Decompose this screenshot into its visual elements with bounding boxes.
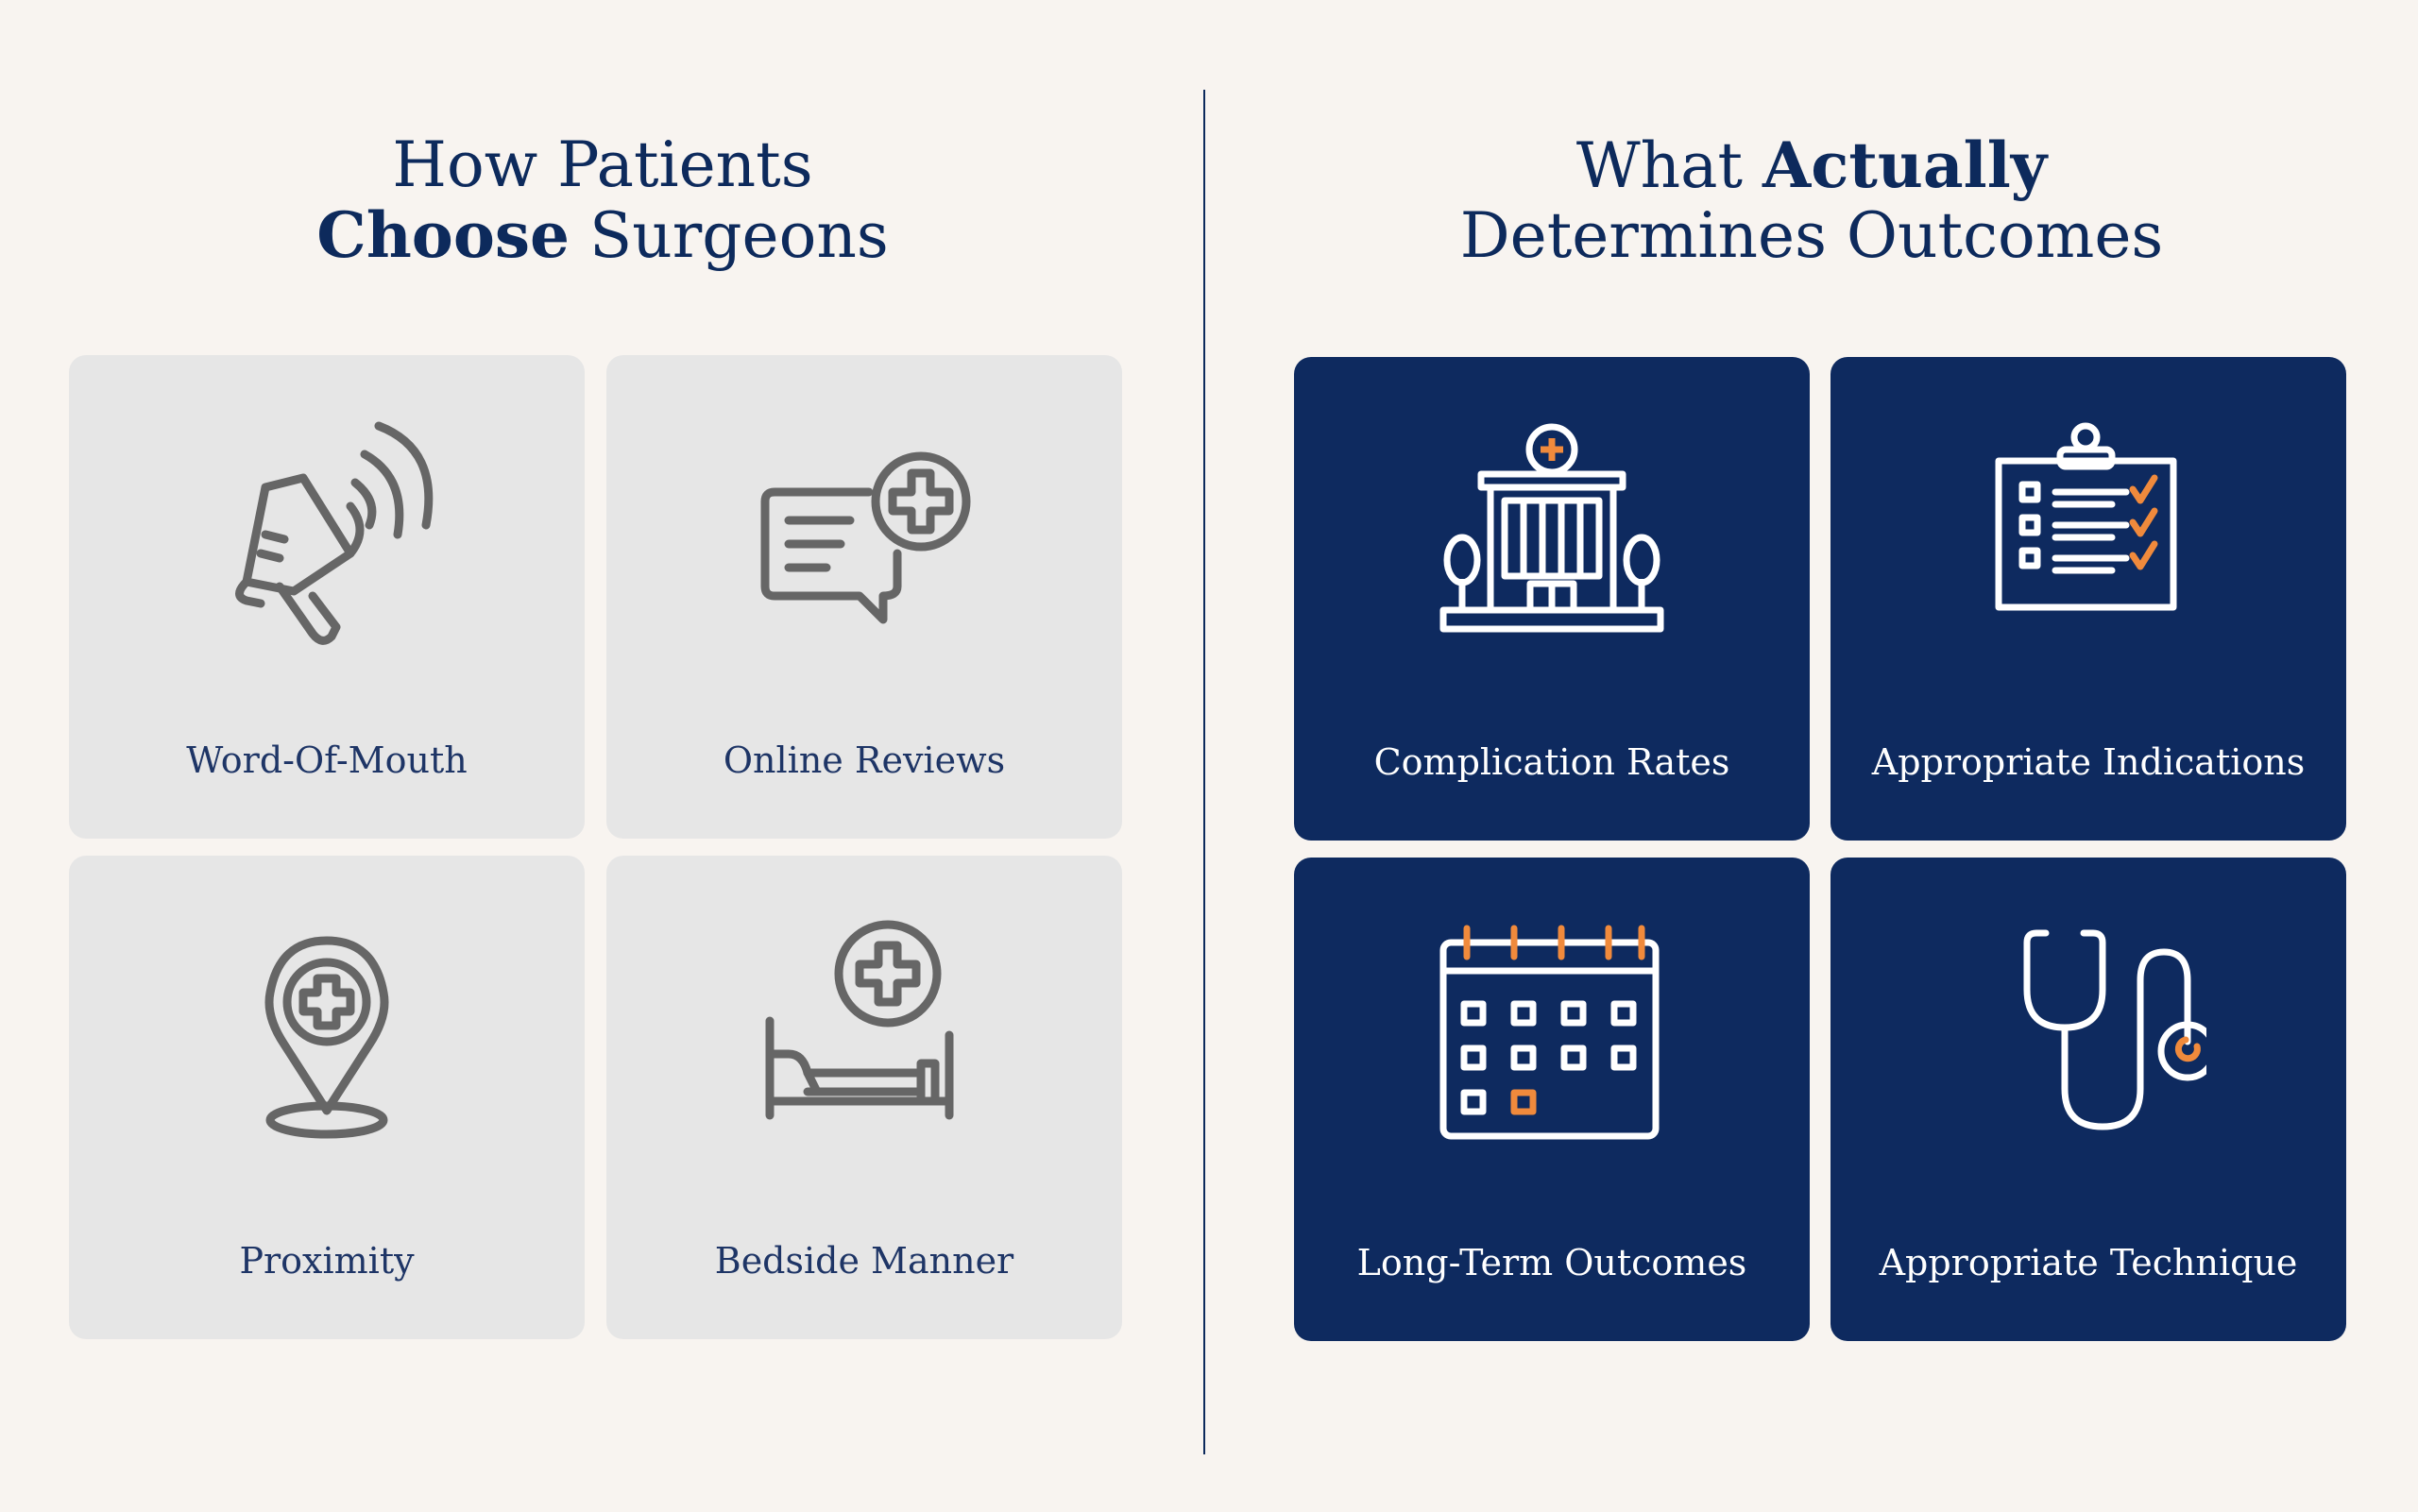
left-heading-line2: Surgeons	[589, 199, 889, 272]
tile-appropriate-indications: Appropriate Indications	[1831, 357, 2346, 841]
tile-proximity: Proximity	[69, 856, 585, 1339]
tile-appropriate-technique: Appropriate Technique	[1831, 858, 2346, 1341]
right-heading: What Actually Determines Outcomes	[1205, 130, 2418, 271]
center-divider	[1203, 90, 1205, 1454]
hospital-building-icon	[1439, 423, 1664, 633]
clipboard-checklist-icon	[1995, 422, 2177, 611]
stethoscope-icon	[2023, 929, 2206, 1130]
right-heading-bold: Actually	[1762, 128, 2048, 202]
hospital-bed-icon	[765, 920, 954, 1120]
calendar-icon	[1439, 925, 1660, 1140]
tile-label: Complication Rates	[1373, 741, 1730, 783]
tile-label: Long-Term Outcomes	[1356, 1242, 1747, 1283]
location-pin-medical-icon	[264, 936, 389, 1139]
tile-long-term-outcomes: Long-Term Outcomes	[1294, 858, 1810, 1341]
left-heading-line1: How Patients	[392, 128, 813, 201]
left-heading-bold: Choose	[316, 198, 570, 272]
tile-label: Appropriate Indications	[1871, 741, 2306, 783]
tile-word-of-mouth: Word-Of-Mouth	[69, 355, 585, 839]
tile-online-reviews: Online Reviews	[606, 355, 1122, 839]
megaphone-icon	[235, 421, 434, 645]
left-heading: How Patients Choose Surgeons	[0, 130, 1205, 271]
tile-bedside-manner: Bedside Manner	[606, 856, 1122, 1339]
tile-label: Online Reviews	[723, 739, 1006, 781]
tile-label: Bedside Manner	[714, 1240, 1014, 1282]
tile-label: Appropriate Technique	[1879, 1242, 2298, 1283]
right-heading-line2: Determines Outcomes	[1459, 199, 2164, 272]
tile-label: Proximity	[239, 1240, 415, 1282]
right-heading-pre: What	[1575, 129, 1744, 202]
tile-label: Word-Of-Mouth	[186, 739, 468, 781]
chat-medical-icon	[760, 451, 971, 624]
tile-complication-rates: Complication Rates	[1294, 357, 1810, 841]
